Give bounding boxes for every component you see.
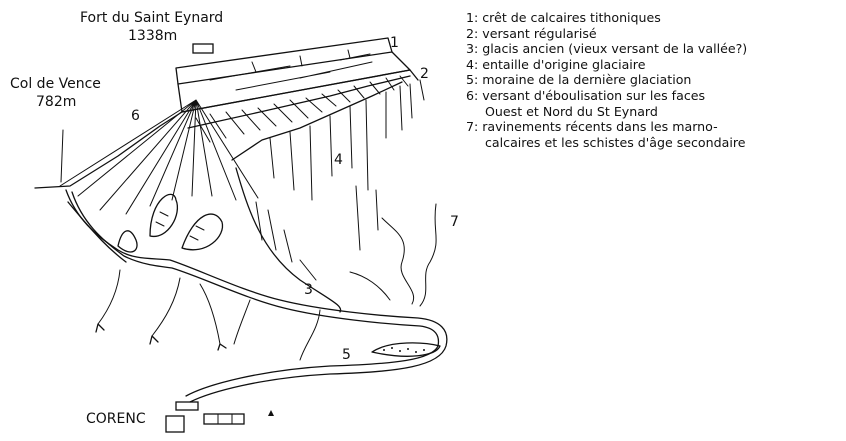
town-name: CORENC — [86, 411, 146, 428]
marker-7: 7 — [450, 214, 459, 231]
marker-3: 3 — [304, 282, 313, 299]
fort-building — [193, 44, 213, 53]
legend: 1: crêt de calcaires tithoniques 2: vers… — [466, 10, 747, 150]
legend-item-7-continued: calcaires et les schistes d'âge secondai… — [466, 135, 747, 151]
scree-fan — [60, 100, 258, 214]
fort-name: Fort du Saint Eynard — [80, 10, 223, 27]
legend-item-6-continued: Ouest et Nord du St Eynard — [466, 104, 747, 120]
road — [66, 190, 447, 402]
marker-4: 4 — [334, 152, 343, 169]
town-buildings — [166, 402, 244, 432]
old-glacis — [236, 168, 341, 312]
marker-1: 1 — [390, 35, 399, 52]
legend-item-4: 4: entaille d'origine glaciaire — [466, 57, 747, 73]
regularised-slope — [182, 70, 418, 142]
ravines — [98, 204, 436, 360]
col-slope — [35, 112, 182, 188]
fort-altitude: 1338m — [128, 28, 177, 45]
drainage-arrows — [96, 324, 226, 350]
col-marker-line — [61, 130, 63, 182]
moraine-dots — [383, 347, 425, 353]
col-altitude: 782m — [36, 94, 76, 111]
legend-item-2: 2: versant régularisé — [466, 26, 747, 42]
legend-item-7: 7: ravinements récents dans les marno- — [466, 119, 747, 135]
legend-item-5: 5: moraine de la dernière glaciation — [466, 72, 747, 88]
debris-lobes — [118, 194, 223, 252]
marker-2: 2 — [420, 66, 429, 83]
church-symbol — [268, 410, 274, 416]
legend-item-6: 6: versant d'éboulisation sur les faces — [466, 88, 747, 104]
legend-item-3: 3: glacis ancien (vieux versant de la va… — [466, 41, 747, 57]
marker-5: 5 — [342, 347, 351, 364]
legend-item-1: 1: crêt de calcaires tithoniques — [466, 10, 747, 26]
crest-limestone — [176, 38, 410, 112]
marker-6: 6 — [131, 108, 140, 125]
glacial-notch — [232, 80, 424, 250]
col-name: Col de Vence — [10, 76, 101, 93]
